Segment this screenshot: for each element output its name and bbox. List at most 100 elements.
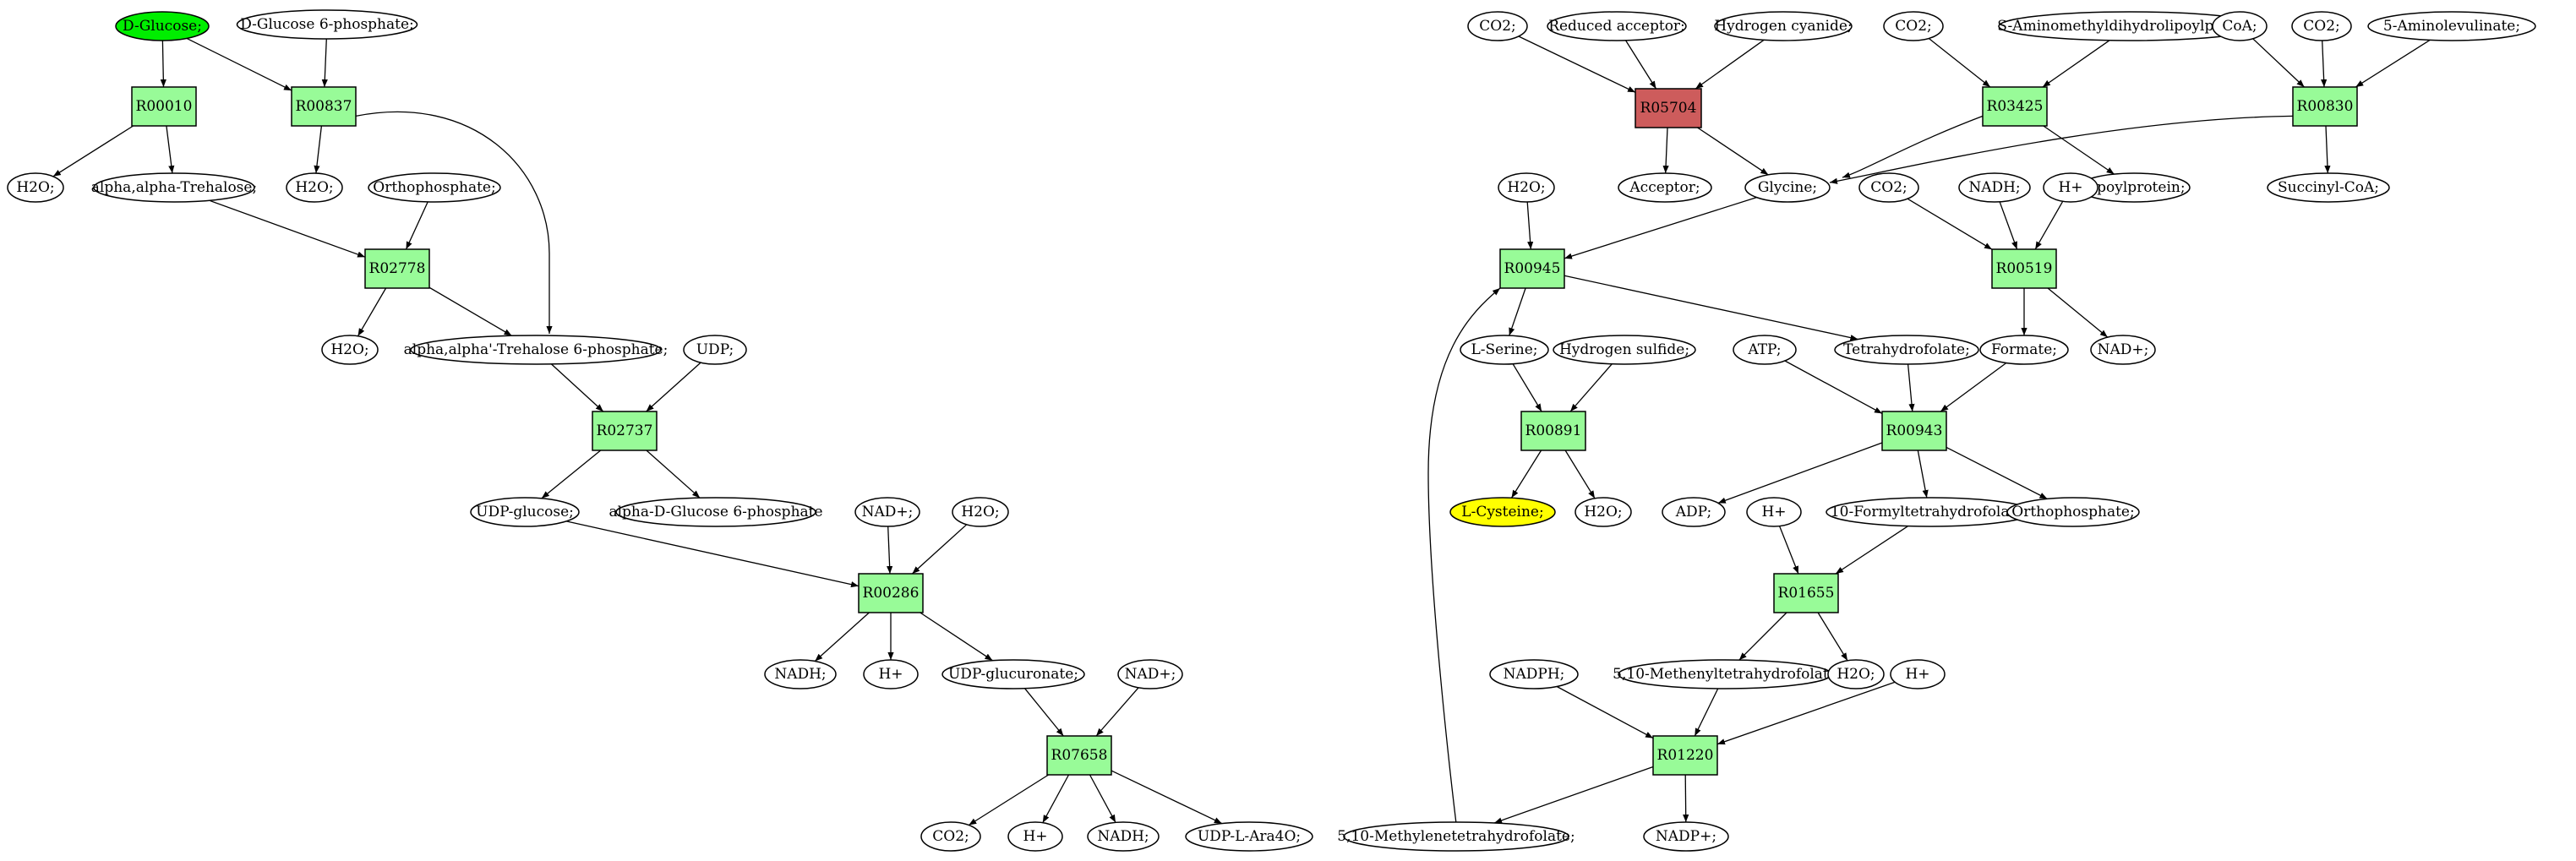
compound-node-m_h2o_4[interactable]: H2O;	[952, 497, 1009, 527]
compound-node-m_ala[interactable]: 5-Aminolevulinate;	[2367, 11, 2536, 41]
compound-node-m_co2_3[interactable]: CO2;	[1883, 11, 1944, 41]
reaction-node-r_R00891[interactable]: R00891	[1520, 411, 1586, 451]
reaction-node-r_R00837[interactable]: R00837	[291, 86, 357, 127]
compound-ellipse	[1460, 335, 1549, 365]
compound-node-m_samdlp[interactable]: S-Aminomethyldihydrolipoylprotein;	[1997, 11, 2262, 41]
compound-node-m_nadp_1[interactable]: NAD+;	[854, 497, 920, 527]
compound-node-m_methylene[interactable]: 5,10-Methylenetetrahydrofolate;	[1337, 821, 1575, 852]
compound-node-m_dg6p[interactable]: D-Glucose 6-phosphate;	[236, 9, 418, 40]
edge-r_R03425-to-m_glycine	[1842, 115, 1984, 178]
reaction-node-r_R01655[interactable]: R01655	[1773, 573, 1839, 613]
compound-node-m_co2_4[interactable]: CO2;	[2291, 11, 2352, 41]
reaction-node-r_R00830[interactable]: R00830	[2292, 86, 2358, 127]
node-label: Formate;	[1991, 341, 2057, 358]
edge-m_atp-to-r_R00943	[1784, 360, 1883, 414]
compound-node-m_h2o_1[interactable]: H2O;	[7, 172, 64, 203]
node-label: alpha,alpha'-Trehalose 6-phosphate;	[404, 341, 669, 358]
compound-ellipse	[1890, 659, 1946, 689]
compound-node-m_h2o_6[interactable]: H2O;	[1575, 497, 1632, 527]
node-label: CoA;	[2222, 18, 2257, 35]
reaction-node-r_R00519[interactable]: R00519	[1991, 248, 2057, 289]
reaction-box	[1520, 411, 1586, 451]
compound-node-m_nadph[interactable]: NADPH;	[1489, 659, 1579, 689]
node-label: H+	[1761, 504, 1786, 520]
compound-node-m_co2_2[interactable]: CO2;	[1467, 11, 1528, 41]
compound-node-m_hplus_5[interactable]: H+	[1890, 659, 1946, 689]
compound-node-m_nadh_1[interactable]: NADH;	[764, 659, 837, 689]
node-label: H+	[1905, 666, 1929, 683]
compound-node-m_lcys[interactable]: L-Cysteine;	[1449, 497, 1556, 527]
compound-node-m_nadpplus[interactable]: NADP+;	[1643, 821, 1729, 852]
compound-node-m_trehalose[interactable]: alpha,alpha-Trehalose;	[91, 172, 257, 203]
edge-r_R05704-to-m_acceptor	[1662, 127, 1669, 174]
edge-m_formate-to-r_R00943	[1940, 362, 2007, 412]
compound-node-m_formate[interactable]: Formate;	[1979, 335, 2069, 365]
compound-node-m_hcn[interactable]: Hydrogen cyanide;	[1714, 11, 1853, 41]
reaction-node-r_R02778[interactable]: R02778	[364, 248, 430, 289]
edge-m_h2s-to-r_R00891	[1569, 363, 1613, 412]
compound-node-m_co2_5[interactable]: CO2;	[1858, 172, 1919, 203]
compound-node-m_adp[interactable]: ADP;	[1662, 497, 1726, 527]
compound-node-m_h2s[interactable]: Hydrogen sulfide;	[1553, 335, 1696, 365]
node-label: H2O;	[1507, 179, 1545, 196]
compound-node-m_acceptor[interactable]: Acceptor;	[1618, 172, 1712, 203]
reaction-node-r_R01220[interactable]: R01220	[1652, 735, 1718, 776]
compound-ellipse	[1449, 497, 1556, 527]
compound-node-m_glycine[interactable]: Glycine;	[1744, 172, 1831, 203]
compound-node-m_nadh_3[interactable]: NADH;	[1958, 172, 2031, 203]
compound-node-m_coa[interactable]: CoA;	[2212, 11, 2268, 41]
compound-node-m_co2_1[interactable]: CO2;	[920, 821, 981, 852]
node-label: NADPH;	[1504, 666, 1565, 683]
reaction-node-r_R02737[interactable]: R02737	[592, 411, 658, 451]
reaction-node-r_R00286[interactable]: R00286	[858, 573, 924, 613]
compound-node-m_hplus_4[interactable]: H+	[1746, 497, 1802, 527]
compound-node-m_udpara[interactable]: UDP-L-Ara4O;	[1185, 821, 1313, 852]
compound-node-m_nadh_2[interactable]: NADH;	[1087, 821, 1160, 852]
compound-node-m_h2o_3[interactable]: H2O;	[321, 335, 379, 365]
compound-node-m_hplus_1[interactable]: H+	[863, 659, 919, 689]
reaction-node-r_R00943[interactable]: R00943	[1881, 411, 1947, 451]
compound-node-m_methenyl[interactable]: 5,10-Methenyltetrahydrofolate	[1613, 659, 1837, 689]
node-label: Lipoylprotein;	[2082, 179, 2185, 196]
compound-node-m_thf[interactable]: Tetrahydrofolate;	[1834, 335, 1979, 365]
reaction-node-r_R00945[interactable]: R00945	[1499, 248, 1565, 289]
reaction-node-r_R07658[interactable]: R07658	[1046, 735, 1112, 776]
reaction-node-r_R03425[interactable]: R03425	[1982, 86, 2048, 127]
compound-node-m_lserine[interactable]: L-Serine;	[1460, 335, 1549, 365]
compound-ellipse	[236, 9, 418, 40]
compound-node-m_ortho_2[interactable]: Orthophosphate;	[2006, 497, 2140, 527]
compound-node-m_adg6p[interactable]: alpha-D-Glucose 6-phosphate	[609, 497, 823, 527]
compound-node-m_nadp_2[interactable]: NAD+;	[1117, 659, 1183, 689]
edge-layer	[52, 35, 2431, 826]
compound-node-m_ortho_1[interactable]: Orthophosphate;	[368, 172, 501, 203]
compound-node-m_succoa[interactable]: Succinyl-CoA;	[2267, 172, 2390, 203]
reaction-node-r_R00010[interactable]: R00010	[131, 86, 197, 127]
edge-m_dglucose-to-r_R00010	[160, 40, 166, 88]
reaction-box	[2292, 86, 2358, 127]
compound-node-m_atp[interactable]: ATP;	[1733, 335, 1797, 365]
compound-node-m_10fthf[interactable]: 10-Formyltetrahydrofolate;	[1826, 497, 2033, 527]
compound-node-m_dglucose[interactable]: D-Glucose;	[115, 11, 210, 41]
compound-node-m_redacc[interactable]: Reduced acceptor;	[1547, 11, 1687, 41]
edge-r_R01220-to-m_nadpplus	[1683, 774, 1689, 823]
edge-m_coa-to-r_R00830	[2252, 38, 2305, 88]
compound-node-m_nadp_3[interactable]: NAD+;	[2090, 335, 2156, 365]
reaction-node-r_R05704[interactable]: R05704	[1635, 88, 1702, 128]
compound-ellipse	[410, 335, 662, 365]
node-label: R07658	[1051, 747, 1108, 764]
compound-node-m_h2o_5[interactable]: H2O;	[1498, 172, 1555, 203]
edge-r_R01655-to-m_methenyl	[1738, 612, 1787, 661]
compound-node-m_udp[interactable]: UDP;	[683, 335, 747, 365]
edge-r_R02737-to-m_adg6p	[646, 450, 701, 499]
compound-node-m_hplus_3[interactable]: H+	[2043, 172, 2098, 203]
edge-r_R07658-to-m_nadh_2	[1089, 774, 1116, 823]
compound-node-m_h2o_7[interactable]: H2O;	[1827, 659, 1885, 689]
node-label: R00519	[1996, 260, 2053, 277]
compound-node-m_h2o_2[interactable]: H2O;	[286, 172, 343, 203]
node-label: R05704	[1640, 100, 1697, 117]
compound-node-m_udpglucose[interactable]: UDP-glucose;	[470, 497, 580, 527]
compound-node-m_udpgluc[interactable]: UDP-glucuronate;	[941, 659, 1085, 689]
node-label: NADP+;	[1656, 828, 1716, 845]
compound-node-m_hplus_2[interactable]: H+	[1007, 821, 1063, 852]
compound-node-m_tre6p[interactable]: alpha,alpha'-Trehalose 6-phosphate;	[404, 335, 669, 365]
